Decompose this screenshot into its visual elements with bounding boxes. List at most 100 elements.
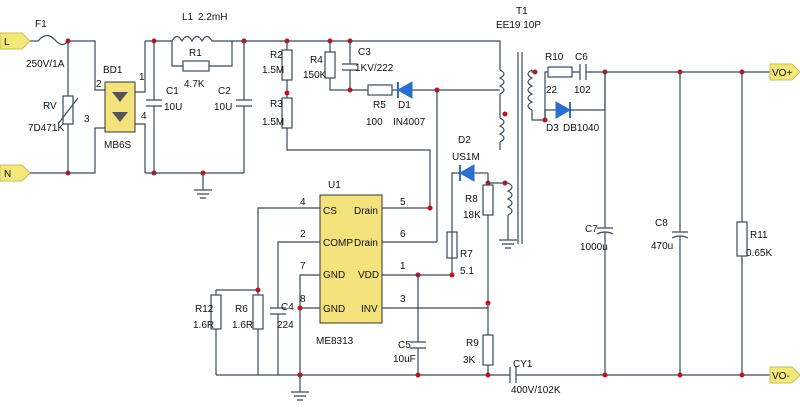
r4-ref: R4: [310, 55, 323, 66]
c3-ref: C3: [358, 47, 371, 58]
node: [427, 205, 433, 211]
terminal-n-label: N: [4, 169, 11, 180]
wire-bd-minus: [135, 123, 146, 173]
terminal-n: N: [0, 164, 31, 182]
capacitor-c2: [236, 99, 252, 107]
c2-ref: C2: [218, 86, 231, 97]
d1-ref: D1: [398, 100, 411, 111]
bd1-pin4: 4: [141, 111, 147, 122]
node: [297, 305, 303, 311]
capacitor-c8-lower: [671, 235, 689, 375]
wire-cs: [257, 207, 320, 290]
transformer-t1: T1 EE19 10P: [496, 6, 541, 244]
r9-ref: R9: [466, 338, 479, 349]
diode-d1: [396, 81, 413, 99]
c3-value: 1KV/222: [355, 63, 394, 74]
t1-primary-top: [498, 69, 505, 95]
t1-ref: T1: [516, 6, 528, 17]
pin-vdd-name: VDD: [358, 270, 379, 281]
r11-ref: R11: [750, 230, 768, 241]
capacitor-c8: [672, 72, 688, 233]
pin-comp-name: COMP: [323, 238, 353, 249]
d3-ref: D3: [546, 123, 559, 134]
r11-value: 0.65K: [746, 248, 772, 259]
varistor-slash: [57, 97, 79, 125]
capacitor-c7: [597, 72, 613, 229]
t1-core: [517, 52, 523, 244]
d2-ref: D2: [458, 135, 471, 146]
c4-ref: C4: [281, 302, 294, 313]
node: [485, 300, 491, 306]
capacitor-c1: [146, 99, 162, 107]
pin-inv-name: INV: [361, 304, 378, 315]
capacitor-c5: [410, 275, 426, 375]
c5-value: 10uF: [393, 354, 416, 365]
c6-ref: C6: [575, 52, 588, 63]
t1-value: EE19 10P: [496, 20, 541, 31]
bridge-diodes: [112, 92, 128, 122]
pin-gnd7-num: 7: [300, 261, 306, 272]
pin-gnd8-name: GND: [323, 304, 345, 315]
terminal-vout-neg: VO-: [769, 366, 800, 384]
wire-comp: [277, 241, 320, 300]
node: [739, 372, 745, 378]
r1-ref: R1: [189, 48, 202, 59]
resistor-r6: [252, 294, 264, 330]
wire-gnd7: [299, 274, 320, 375]
capacitor-c3: [342, 41, 358, 90]
ground-primary: [291, 375, 309, 401]
wire: [209, 41, 233, 67]
t1-primary-bottom: [498, 117, 505, 143]
r2-value: 1.5M: [262, 65, 284, 76]
r5-value: 100: [366, 117, 383, 128]
pin-cs-name: CS: [323, 206, 337, 217]
r12-value: 1.6R: [193, 320, 214, 331]
dot: [502, 111, 508, 117]
ground-aux: [499, 215, 517, 249]
r3-ref: R3: [270, 99, 283, 110]
resistor-r1: [182, 60, 210, 72]
t1-secondary: [527, 69, 534, 111]
wire-d2-vdd: [451, 172, 460, 275]
wire: [544, 71, 548, 120]
c7-value: 1000u: [580, 242, 608, 253]
d2-value: US1M: [452, 152, 480, 163]
wire-n: [30, 127, 105, 174]
t1-aux: [506, 182, 513, 216]
node: [415, 372, 421, 378]
c8-value: 470u: [651, 241, 673, 252]
resistor-r4: [324, 51, 336, 79]
r12-ref: R12: [195, 304, 214, 315]
pin-vdd-num: 1: [400, 261, 406, 272]
resistor-r10: [547, 66, 573, 78]
terminal-vout-pos: VO+: [769, 63, 800, 81]
resistor-r8: [482, 184, 494, 216]
varistor-rv: [62, 95, 74, 125]
c8-ref: C8: [655, 218, 668, 229]
bd1-pin3: 3: [84, 114, 90, 125]
pin-drain6-num: 6: [400, 229, 406, 240]
f1-ref: F1: [35, 19, 47, 30]
inductor-l1: [171, 35, 244, 43]
node: [485, 372, 491, 378]
r6-value: 1.6R: [232, 320, 253, 331]
ic-u1: [319, 194, 383, 324]
wire-to-transformer: [350, 40, 501, 70]
terminal-l: L: [0, 32, 31, 50]
diode-d3: [555, 101, 572, 119]
wire-r3-down: [286, 128, 431, 208]
pin-inv-num: 3: [400, 294, 406, 305]
r9-value: 3K: [463, 355, 476, 366]
diode-d2: [458, 164, 475, 182]
r5-ref: R5: [373, 100, 386, 111]
pin-drain5-num: 5: [400, 197, 406, 208]
pin-drain6-name: Drain: [354, 238, 378, 249]
c2-value: 10U: [214, 102, 232, 113]
r8-ref: R8: [465, 194, 478, 205]
pin-cs-num: 4: [300, 197, 306, 208]
terminal-l-label: L: [4, 37, 10, 48]
bd1-pin2: 2: [96, 79, 102, 90]
node: [602, 372, 608, 378]
r8-value: 18K: [463, 210, 481, 221]
